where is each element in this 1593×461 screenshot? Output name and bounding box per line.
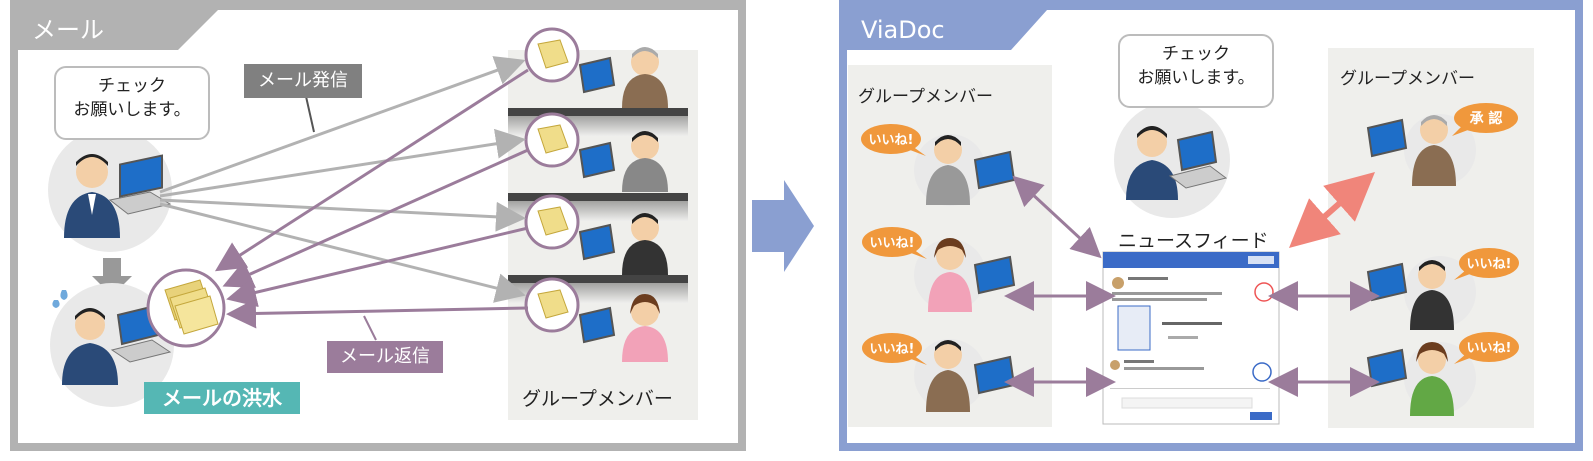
via-group-left-caption: グループメンバー xyxy=(858,87,993,107)
person-icon-1 xyxy=(631,48,659,76)
mail-down-arrow xyxy=(92,258,132,296)
mail-bubble-line1: チェック xyxy=(98,76,166,96)
via-right-member-3 xyxy=(1366,342,1476,416)
mail-panel-topbar xyxy=(10,0,746,12)
laptop-icon-2 xyxy=(578,141,616,179)
mail-send-arrows xyxy=(159,56,526,303)
mail-reply-arrows xyxy=(214,68,529,329)
laptop-icon-4 xyxy=(578,306,616,344)
like-bubble-4 xyxy=(1454,248,1519,280)
approval-arrow xyxy=(1289,172,1375,248)
via-connection-arrows xyxy=(1004,175,1380,397)
mail-group-caption: グループメンバー xyxy=(522,388,673,410)
like-bubble-1 xyxy=(861,124,926,156)
viadoc-tab: ViaDoc xyxy=(847,10,1047,50)
mail-request-bubble: チェック お願いします。 xyxy=(54,66,210,140)
mail-sender-laptop-icon xyxy=(108,154,172,215)
like-text-2: いいね! xyxy=(869,236,915,251)
member-3 xyxy=(524,194,668,275)
like-bubble-2 xyxy=(862,227,927,259)
like-bubble-5 xyxy=(1454,332,1519,364)
envelope-icon-1 xyxy=(537,39,569,69)
like-text-1: いいね! xyxy=(868,133,914,148)
envelope-stack-icon xyxy=(164,279,219,335)
envelope-icon-2 xyxy=(537,124,569,154)
big-right-arrow xyxy=(752,180,814,272)
via-left-member-2 xyxy=(914,238,1016,312)
via-group-right-caption: グループメンバー xyxy=(1340,69,1475,89)
member-2 xyxy=(524,112,668,192)
like-text-5: いいね! xyxy=(1466,341,1512,356)
member-4 xyxy=(524,277,668,362)
viadoc-panel-topbar xyxy=(839,0,1583,12)
person-icon-4 xyxy=(631,298,659,326)
via-sender-laptop-icon xyxy=(1168,130,1228,189)
send-label-pointer xyxy=(304,91,315,133)
envelope-icon-4 xyxy=(537,289,569,319)
via-bubble-line1: チェック xyxy=(1162,44,1230,64)
approve-bubble xyxy=(1452,103,1518,136)
member-1 xyxy=(524,27,668,108)
mail-sender-person-icon xyxy=(64,154,120,238)
mail-shelf-2 xyxy=(508,193,688,201)
like-bubble-3 xyxy=(862,333,927,365)
like-text-3: いいね! xyxy=(869,342,915,357)
envelope-icon-3 xyxy=(537,206,569,236)
person-icon-3 xyxy=(631,214,659,242)
sweat-drop-icon xyxy=(52,290,68,308)
via-left-member-1 xyxy=(914,134,1016,206)
newsfeed-screen xyxy=(1102,251,1280,425)
mail-shelf-3 xyxy=(508,275,688,283)
mail-flood-label: メールの洪水 xyxy=(144,382,300,414)
mail-bubble-line2: お願いします。 xyxy=(73,100,191,120)
like-text-4: いいね! xyxy=(1466,257,1512,272)
mail-send-label: メール発信 xyxy=(244,64,362,98)
reply-label-pointer xyxy=(363,315,377,341)
person-icon-2 xyxy=(631,132,659,160)
laptop-icon-3 xyxy=(578,223,616,261)
via-request-bubble: チェック お願いします。 xyxy=(1118,34,1274,108)
laptop-icon-1 xyxy=(578,56,616,94)
via-bubble-line2: お願いします。 xyxy=(1137,68,1255,88)
newsfeed-caption: ニュースフィード xyxy=(1118,230,1269,252)
mail-shelf-1 xyxy=(508,108,688,116)
mail-reply-label: メール返信 xyxy=(327,341,443,373)
mail-overwhelmed-person-icon xyxy=(62,308,118,385)
approve-text: 承 認 xyxy=(1469,111,1503,127)
via-sender-person-icon xyxy=(1126,126,1178,200)
via-right-member-2 xyxy=(1366,256,1476,330)
